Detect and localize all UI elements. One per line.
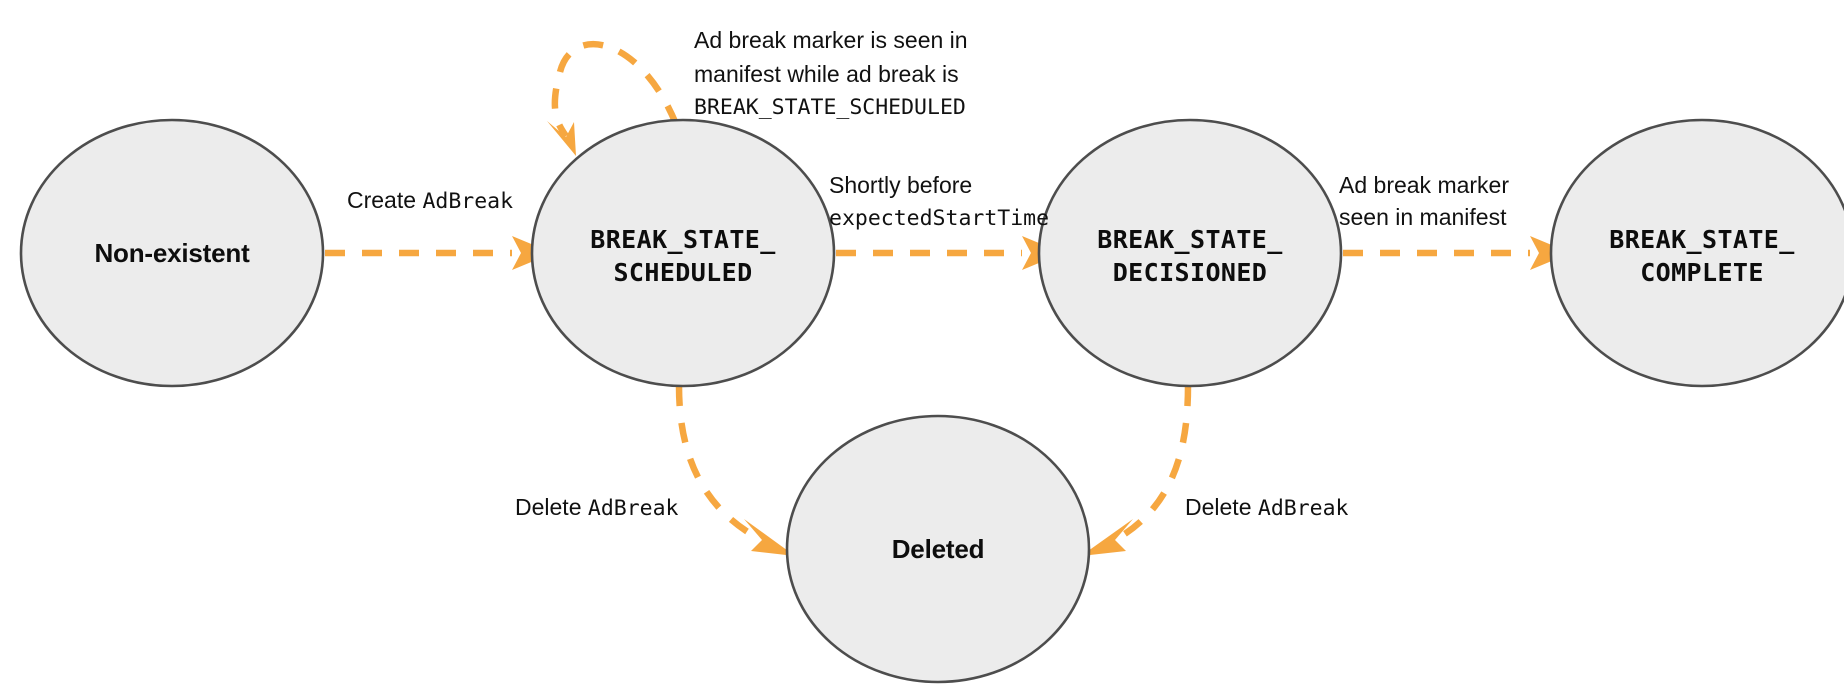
edge-label-line-1: Delete AdBreak [1185,494,1349,521]
node-label: Deleted [892,534,985,564]
node-shape [1037,118,1343,388]
edge-line [1118,385,1192,540]
edge-label-line-3: BREAK_STATE_SCHEDULED [694,95,966,120]
edge-delete-adbreak-from-scheduled [675,385,795,556]
node-label-line-1: BREAK_STATE_ [590,225,776,254]
arrow-head-icon [1081,519,1133,556]
node-shape [1549,118,1844,388]
arrow-head-icon [547,121,576,156]
edge-scheduled-self-loop [547,40,680,156]
edge-label-ad-break-marker-seen-in-manifest: Ad break marker seen in manifest [1339,172,1509,230]
node-label-line-1: BREAK_STATE_ [1609,225,1795,254]
node-shape [19,118,325,388]
edge-label-line-2: seen in manifest [1339,204,1507,230]
node-label-line-2: COMPLETE [1640,258,1764,287]
node-label-line-2: SCHEDULED [613,258,752,287]
edge-label-line-1: Ad break marker is seen in [694,27,968,53]
node-non-existent[interactable]: Non-existent [19,118,325,388]
edge-label-line-2: expectedStartTime [829,206,1049,231]
node-break-state-complete[interactable]: BREAK_STATE_ COMPLETE [1549,118,1844,388]
node-label-line-1: BREAK_STATE_ [1097,225,1283,254]
node-deleted[interactable]: Deleted [785,414,1091,684]
edge-label-delete-adbreak-from-decisioned: Delete AdBreak [1185,494,1349,521]
edge-label-line-2: manifest while ad break is [694,61,959,87]
node-shape [785,414,1091,684]
edge-label-shortly-before-expected-start-time: Shortly before expectedStartTime [829,172,1049,231]
node-break-state-decisioned[interactable]: BREAK_STATE_ DECISIONED [1037,118,1343,388]
edge-label-line-1: Create AdBreak [347,187,513,214]
edge-create-adbreak [325,236,553,270]
edge-label-line-1: Shortly before [829,172,972,198]
edge-delete-adbreak-from-decisioned [1081,385,1192,556]
arrow-head-icon [744,519,795,556]
edge-shortly-before-expected-start-time [836,236,1063,270]
node-label-line-2: DECISIONED [1113,258,1268,287]
edge-label-line-1: Ad break marker [1339,172,1509,198]
edge-label-scheduled-self-loop: Ad break marker is seen in manifest whil… [694,27,968,120]
edge-label-delete-adbreak-from-scheduled: Delete AdBreak [515,494,679,521]
edge-label-create-adbreak: Create AdBreak [347,187,513,214]
edge-label-line-1: Delete AdBreak [515,494,679,521]
edge-ad-break-marker-seen-in-manifest [1343,236,1571,270]
node-shape [530,118,836,388]
edge-line [675,385,758,540]
edge-line [551,40,680,138]
node-label: Non-existent [94,238,250,268]
node-break-state-scheduled[interactable]: BREAK_STATE_ SCHEDULED [530,118,836,388]
